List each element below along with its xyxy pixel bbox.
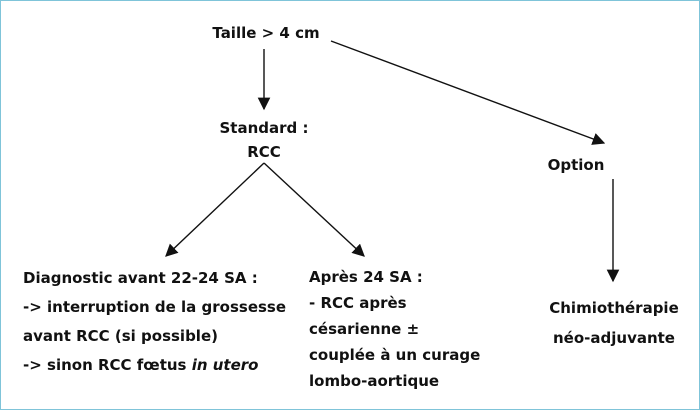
arrow-root-to-option (330, 40, 606, 145)
chemo-line-1: Chimiothérapie (549, 299, 679, 317)
standard-node: Standard : RCC (214, 116, 314, 164)
before-line-2: avant RCC (si possible) (23, 327, 218, 345)
after-line-1: - RCC après (309, 294, 407, 312)
before-title: Diagnostic avant 22-24 SA : (23, 269, 258, 287)
after-title: Après 24 SA : (309, 268, 423, 286)
before-line-3-text: -> sinon RCC fœtus (23, 356, 192, 374)
before-24sa-node: Diagnostic avant 22-24 SA : -> interrupt… (23, 264, 286, 380)
after-line-2: césarienne ± (309, 320, 420, 338)
before-line-3: -> sinon RCC fœtus in utero (23, 351, 286, 380)
standard-rcc-label: RCC (247, 143, 281, 161)
after-24sa-node: Après 24 SA : - RCC après césarienne ± c… (309, 264, 480, 394)
root-node: Taille > 4 cm (212, 24, 320, 42)
before-line-1: -> interruption de la grossesse (23, 298, 287, 316)
arrow-standard-to-after (263, 162, 365, 257)
arrow-standard-to-before (165, 162, 265, 257)
after-line-3: couplée à un curage (309, 346, 481, 364)
in-utero-text: in utero (191, 356, 259, 374)
option-node: Option (547, 156, 605, 174)
after-line-4: lombo-aortique (309, 372, 440, 390)
chemo-node: Chimiothérapie néo-adjuvante (549, 293, 679, 353)
chemo-line-2: néo-adjuvante (553, 329, 675, 347)
standard-label: Standard : (219, 119, 309, 137)
